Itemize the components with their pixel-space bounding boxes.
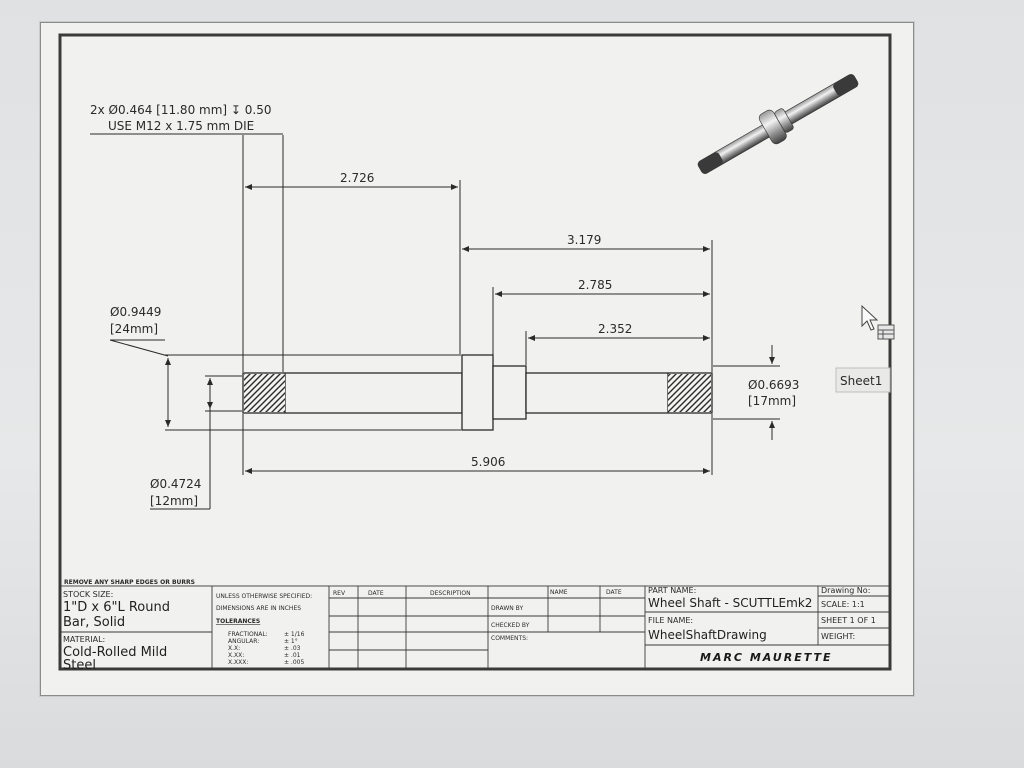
- stock-size-label: STOCK SIZE:: [63, 590, 113, 599]
- drawing-no-label: Drawing No:: [821, 586, 870, 595]
- tol-label: X.XXX:: [228, 659, 248, 666]
- tolerances-heading: TOLERANCES: [216, 618, 260, 625]
- extension-lines: [165, 135, 780, 475]
- part-name: Wheel Shaft - SCUTTLEmk2: [648, 596, 812, 610]
- tol-label: X.X:: [228, 645, 240, 652]
- sheet-label: SHEET 1 OF 1: [821, 616, 876, 625]
- drawn-by-label: DRAWN BY: [491, 605, 523, 612]
- dim-2785: 2.785: [578, 278, 612, 292]
- thread-right: [668, 374, 711, 412]
- stock-size-line1: 1"D x 6"L Round: [63, 600, 170, 615]
- mouse-cursor-icon: [861, 304, 879, 331]
- shaft-profile: [242, 354, 713, 431]
- comments-label: COMMENTS:: [491, 635, 528, 642]
- hole-callout-line1: 2x Ø0.464 [11.80 mm] ↧ 0.50: [90, 103, 271, 117]
- thread-left: [244, 374, 285, 412]
- part-name-label: PART NAME:: [648, 586, 696, 595]
- spreadsheet-icon[interactable]: [877, 324, 895, 340]
- dia-mid-mm: [17mm]: [748, 394, 796, 408]
- unless-specified: UNLESS OTHERWISE SPECIFIED:: [216, 593, 312, 600]
- material-label: MATERIAL:: [63, 635, 105, 644]
- description-header: DESCRIPTION: [430, 590, 471, 597]
- sheet-tab[interactable]: [835, 367, 891, 393]
- dia-large-label: Ø0.9449: [110, 305, 161, 319]
- tol-label: X.XX:: [228, 652, 244, 659]
- dim-overall: 5.906: [471, 455, 505, 469]
- rev-header: REV: [333, 590, 346, 597]
- author-name: MARC MAURETTE: [700, 651, 833, 664]
- dia-large-mm: [24mm]: [110, 322, 158, 336]
- dim-2726: 2.726: [340, 171, 374, 185]
- tol-label: ANGULAR:: [228, 638, 259, 645]
- note-burrs: REMOVE ANY SHARP EDGES OR BURRS: [64, 579, 195, 586]
- tol-value: ± .01: [284, 652, 301, 659]
- tol-value: ± 1°: [284, 638, 298, 645]
- dim-3179: 3.179: [567, 233, 601, 247]
- date2-header: DATE: [606, 589, 622, 596]
- isometric-view: [697, 74, 859, 174]
- tol-label: FRACTIONAL:: [228, 631, 268, 638]
- sheet-tab-label[interactable]: Sheet1: [840, 374, 882, 388]
- hole-callout-line2: USE M12 x 1.75 mm DIE: [108, 119, 254, 133]
- material-line1: Cold-Rolled Mild: [63, 645, 167, 660]
- title-block-grid: [59, 585, 891, 670]
- tol-value: ± .005: [284, 659, 304, 666]
- tol-value: ± 1/16: [284, 631, 305, 638]
- file-name-label: FILE NAME:: [648, 616, 693, 625]
- dia-small-mm: [12mm]: [150, 494, 198, 508]
- dia-small-label: Ø0.4724: [150, 477, 201, 491]
- scale-label: SCALE: 1:1: [821, 600, 865, 609]
- checked-by-label: CHECKED BY: [491, 622, 530, 629]
- date-header: DATE: [368, 590, 384, 597]
- dim-2352: 2.352: [598, 322, 632, 336]
- name-header: NAME: [550, 589, 568, 596]
- tol-value: ± .03: [284, 645, 301, 652]
- dia-mid-label: Ø0.6693: [748, 378, 799, 392]
- file-name: WheelShaftDrawing: [648, 628, 767, 642]
- dims-in-inches: DIMENSIONS ARE IN INCHES: [216, 605, 301, 612]
- dimension-lines: [90, 133, 775, 510]
- weight-label: WEIGHT:: [821, 632, 855, 641]
- tolerance-table: FRACTIONAL: ± 1/16 ANGULAR: ± 1° X.X: ± …: [228, 631, 305, 666]
- stock-size-line2: Bar, Solid: [63, 615, 125, 630]
- material-line2: Steel: [63, 658, 96, 673]
